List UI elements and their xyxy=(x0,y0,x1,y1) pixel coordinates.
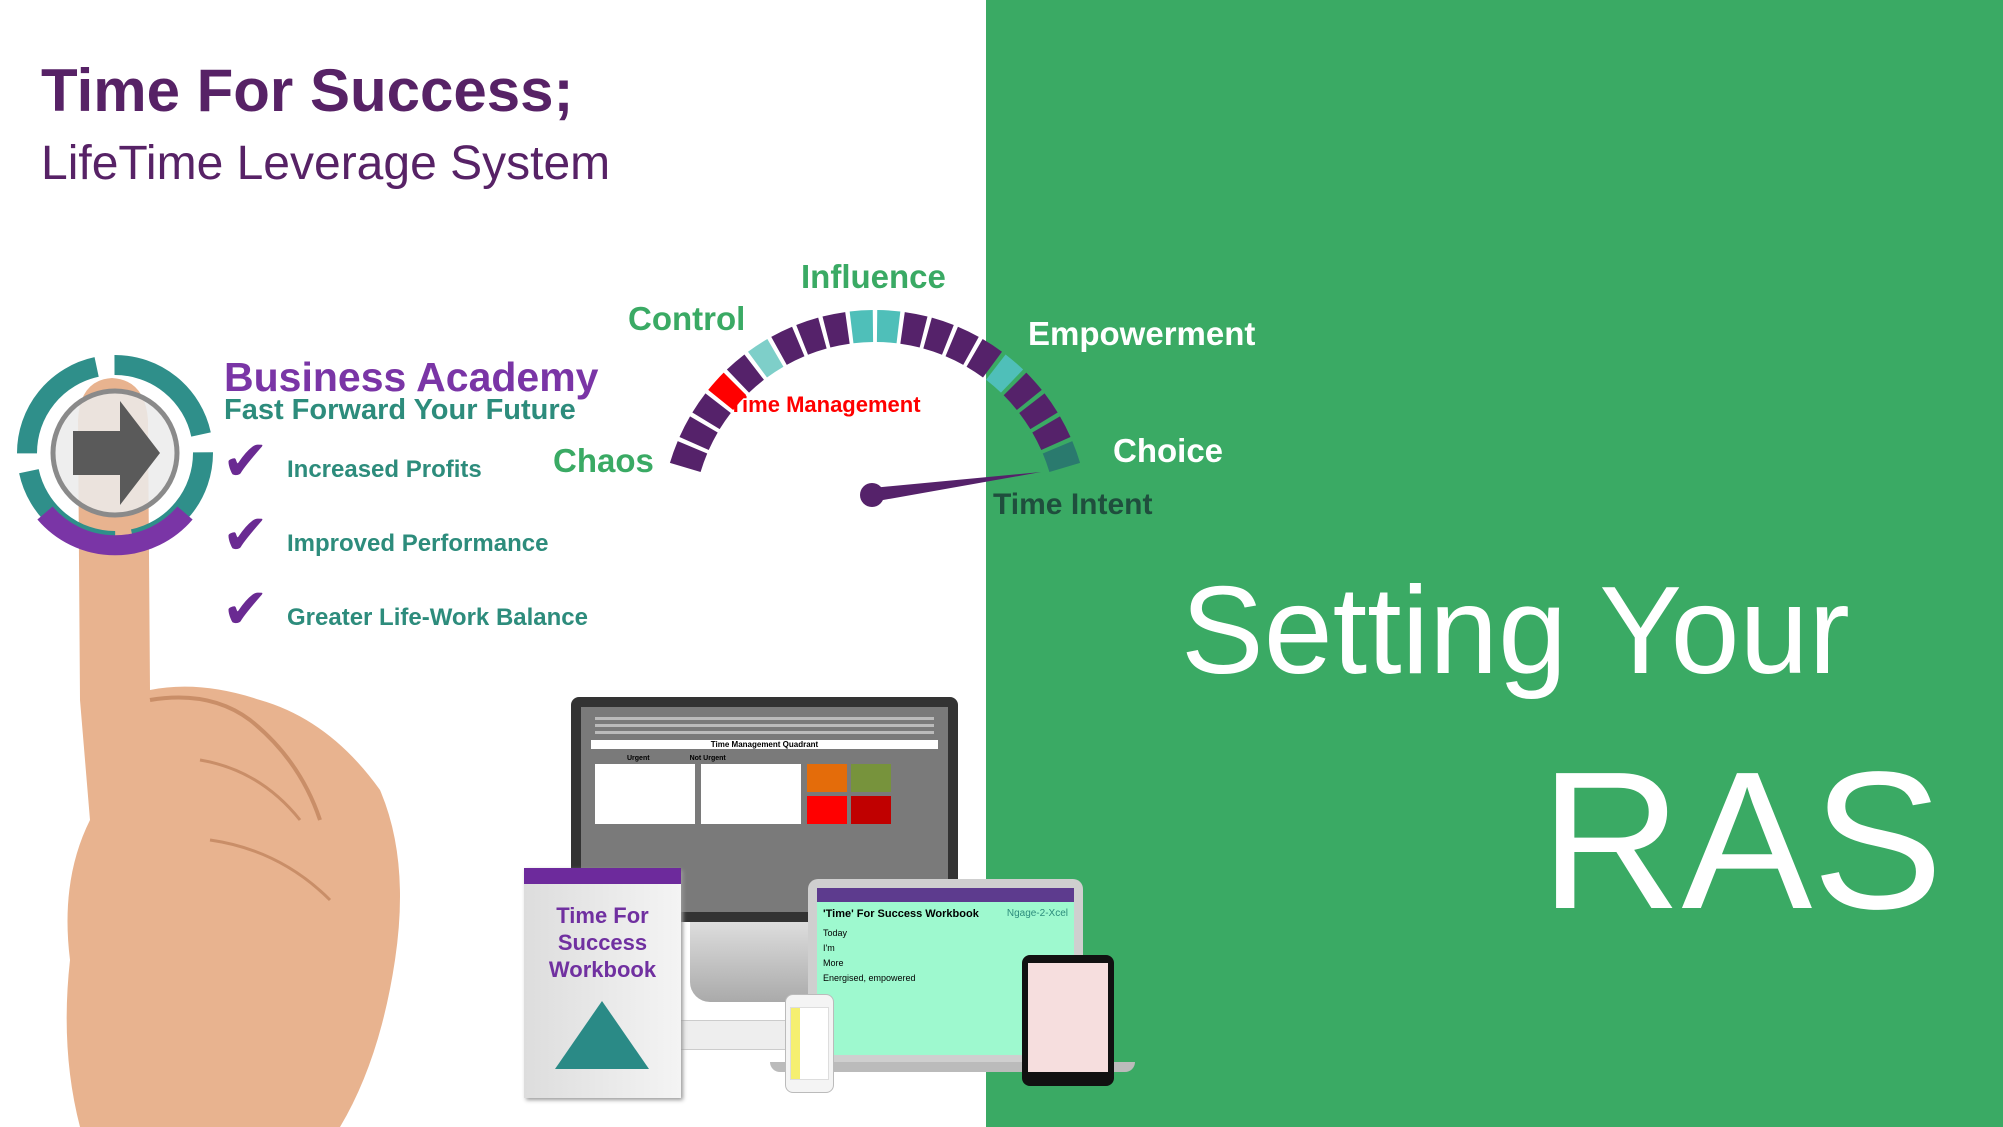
gauge-segment xyxy=(945,326,979,365)
monitor-col: Not Urgent xyxy=(689,755,726,762)
gauge-segment xyxy=(1032,416,1071,450)
laptop-heading: 'Time' For Success Workbook xyxy=(823,908,979,920)
laptop-word: Today xyxy=(823,928,848,938)
gauge-segment xyxy=(986,354,1024,393)
gauge-segment xyxy=(1019,393,1058,430)
laptop-word: More xyxy=(823,958,844,968)
hero-line-2: RAS xyxy=(1540,731,1944,950)
gauge-segment xyxy=(876,310,901,344)
gauge-segment xyxy=(849,310,874,344)
workbook: Time For Success Workbook xyxy=(524,868,681,1098)
gauge-label-control: Control xyxy=(628,300,746,337)
gauge-hub xyxy=(860,483,884,507)
academy-logo-icon xyxy=(17,355,213,556)
gauge-label-time-management: Time Management xyxy=(729,392,921,417)
gauge-segment xyxy=(796,317,827,355)
laptop-base xyxy=(770,1062,1135,1072)
laptop-word: I'm xyxy=(823,943,835,953)
academy-tagline: Fast Forward Your Future xyxy=(224,394,576,426)
gauge-segment xyxy=(900,312,928,348)
gauge-segment xyxy=(771,326,805,365)
phone xyxy=(785,994,834,1093)
gauge-label-chaos: Chaos xyxy=(553,442,654,479)
academy-name: Business Academy xyxy=(224,354,599,400)
book-line: Time For xyxy=(556,903,649,928)
gauge-segment xyxy=(822,312,850,348)
tablet xyxy=(1022,955,1114,1086)
gauge-segment xyxy=(679,416,718,450)
hero-line-1: Setting Your xyxy=(1181,562,1850,700)
pyramid-icon xyxy=(555,1001,649,1069)
check-icon: ✔ xyxy=(222,429,269,492)
gauge-needle xyxy=(872,472,1041,502)
gauge-segment xyxy=(726,354,764,393)
gauge-segment xyxy=(923,317,954,355)
gauge-label-influence: Influence xyxy=(801,258,946,295)
benefit-item: Greater Life-Work Balance xyxy=(287,604,588,631)
green-panel xyxy=(986,0,2003,1127)
benefit-item: Increased Profits xyxy=(287,456,482,483)
check-icon: ✔ xyxy=(222,503,269,566)
monitor-col: Urgent xyxy=(627,755,650,762)
page-subtitle: LifeTime Leverage System xyxy=(41,137,611,190)
gauge-segment xyxy=(966,339,1002,378)
gauge-segment xyxy=(692,393,731,430)
hand-icon xyxy=(66,378,401,1127)
hand-logo-illustration xyxy=(17,355,401,1127)
page-title: Time For Success; xyxy=(41,57,574,124)
gauge-segment xyxy=(1003,372,1042,410)
gauge-label-choice: Choice xyxy=(1113,432,1224,469)
gauge-segment xyxy=(748,339,784,378)
check-icon: ✔ xyxy=(222,577,269,640)
book-line: Success xyxy=(557,930,648,955)
gauge-segment xyxy=(669,441,708,473)
laptop-word: Energised, empowered xyxy=(823,973,916,983)
gauge-segment xyxy=(708,372,747,410)
benefit-item: Improved Performance xyxy=(287,530,549,557)
laptop-brand: Ngage-2-Xcel xyxy=(1006,908,1068,919)
gauge-segment xyxy=(1042,441,1081,473)
book-line: Workbook xyxy=(548,957,657,982)
monitor-heading: Time Management Quadrant xyxy=(591,740,938,749)
gauge-label-empowerment: Empowerment xyxy=(1028,315,1256,352)
gauge-label-time-intent: Time Intent xyxy=(993,488,1153,521)
